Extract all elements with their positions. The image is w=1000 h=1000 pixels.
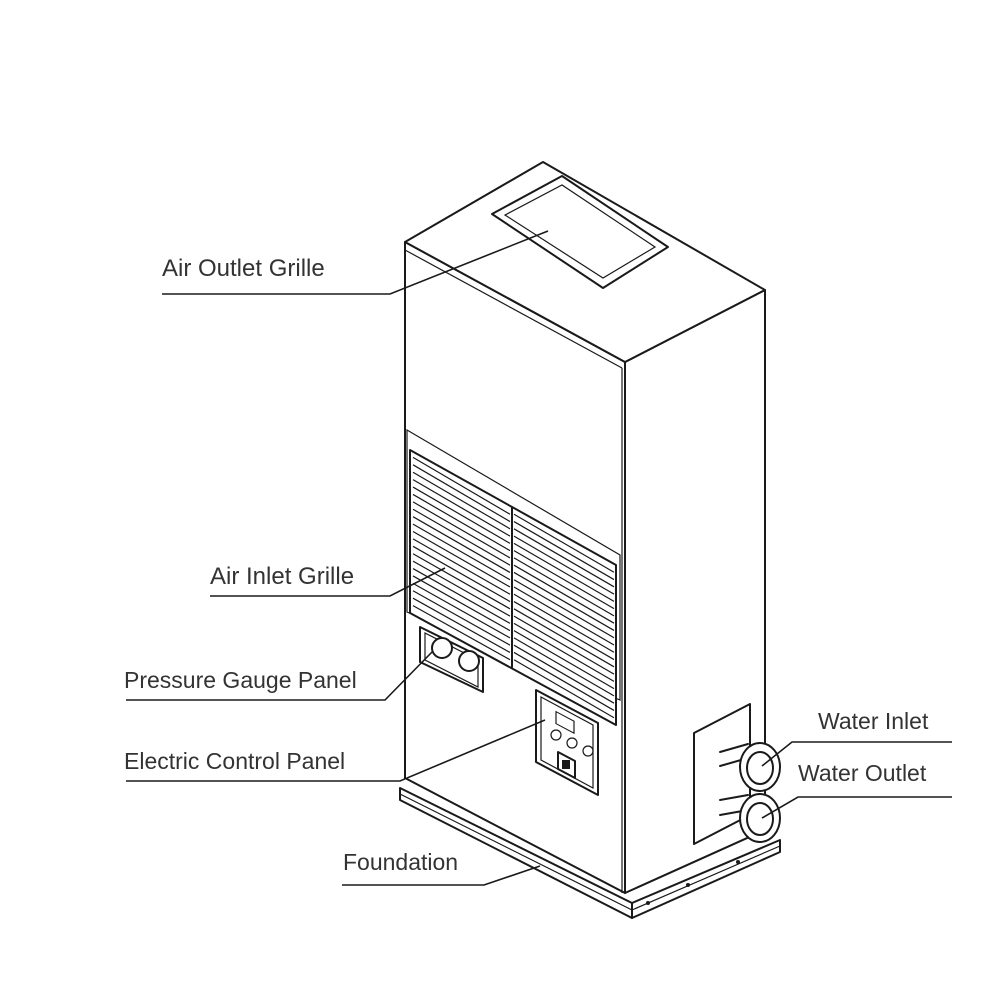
louvre-slat	[412, 479, 511, 537]
label-water-inlet: Water Inlet	[818, 708, 929, 734]
louvre-slat	[412, 508, 511, 566]
louvre-slat	[412, 486, 511, 544]
louvre-slat	[513, 521, 615, 581]
label-water-outlet: Water Outlet	[798, 760, 927, 786]
air-inlet-grille	[406, 428, 621, 726]
louvre-slat	[513, 535, 615, 595]
louvre-slat	[513, 593, 615, 653]
louvre-slat	[412, 568, 511, 624]
louvre-slat	[513, 550, 615, 610]
water-outlet-flange	[719, 793, 781, 843]
louvre-slat	[412, 523, 511, 581]
label-air-inlet-grille: Air Inlet Grille	[210, 563, 354, 590]
louvre-slat	[513, 586, 615, 646]
louvre-slat	[513, 622, 615, 682]
louvre-slat	[513, 659, 615, 719]
louvre-slat	[513, 542, 615, 602]
louvre-slat	[513, 564, 615, 624]
electric-control-panel	[535, 689, 599, 796]
louvre-slat	[412, 560, 511, 617]
louvre-slat	[513, 644, 615, 704]
louvre-slat	[513, 651, 615, 711]
label-electric-control-panel: Electric Control Panel	[124, 748, 345, 774]
louvre-slat	[412, 605, 511, 661]
louvre-slat	[513, 608, 615, 668]
louvre-slat	[412, 582, 511, 639]
louvre-slat	[513, 637, 615, 697]
louvre-slat	[412, 538, 511, 595]
foundation-base	[399, 787, 781, 919]
louvre-slat	[412, 501, 511, 559]
pressure-gauge-panel	[419, 626, 484, 693]
louvre-slat	[513, 571, 615, 631]
louvre-slat	[412, 516, 511, 573]
label-pressure-gauge-panel: Pressure Gauge Panel	[124, 667, 357, 693]
leader-lines	[126, 230, 952, 886]
louvre-slat	[513, 557, 615, 617]
louvre-slat	[412, 553, 511, 610]
water-inlet-flange	[719, 742, 781, 792]
label-foundation: Foundation	[343, 849, 458, 875]
louvre-slat	[412, 456, 511, 515]
louvre-slat	[513, 513, 615, 573]
louvre-slat	[412, 471, 511, 530]
louvre-slat	[412, 590, 511, 646]
air-outlet-grille	[491, 175, 669, 289]
louvre-slat	[412, 464, 511, 523]
louvre-slat	[513, 601, 615, 661]
inlet-louvres	[412, 456, 615, 719]
label-air-outlet-grille: Air Outlet Grille	[162, 255, 325, 282]
louvre-slat	[513, 579, 615, 639]
louvre-slat	[513, 630, 615, 690]
louvre-slat	[513, 615, 615, 675]
louvre-slat	[412, 597, 511, 653]
louvre-slat	[513, 528, 615, 588]
louvre-slat	[412, 545, 511, 603]
louvre-slat	[412, 493, 511, 552]
louvre-slat	[412, 530, 511, 588]
louvre-slat	[412, 575, 511, 632]
